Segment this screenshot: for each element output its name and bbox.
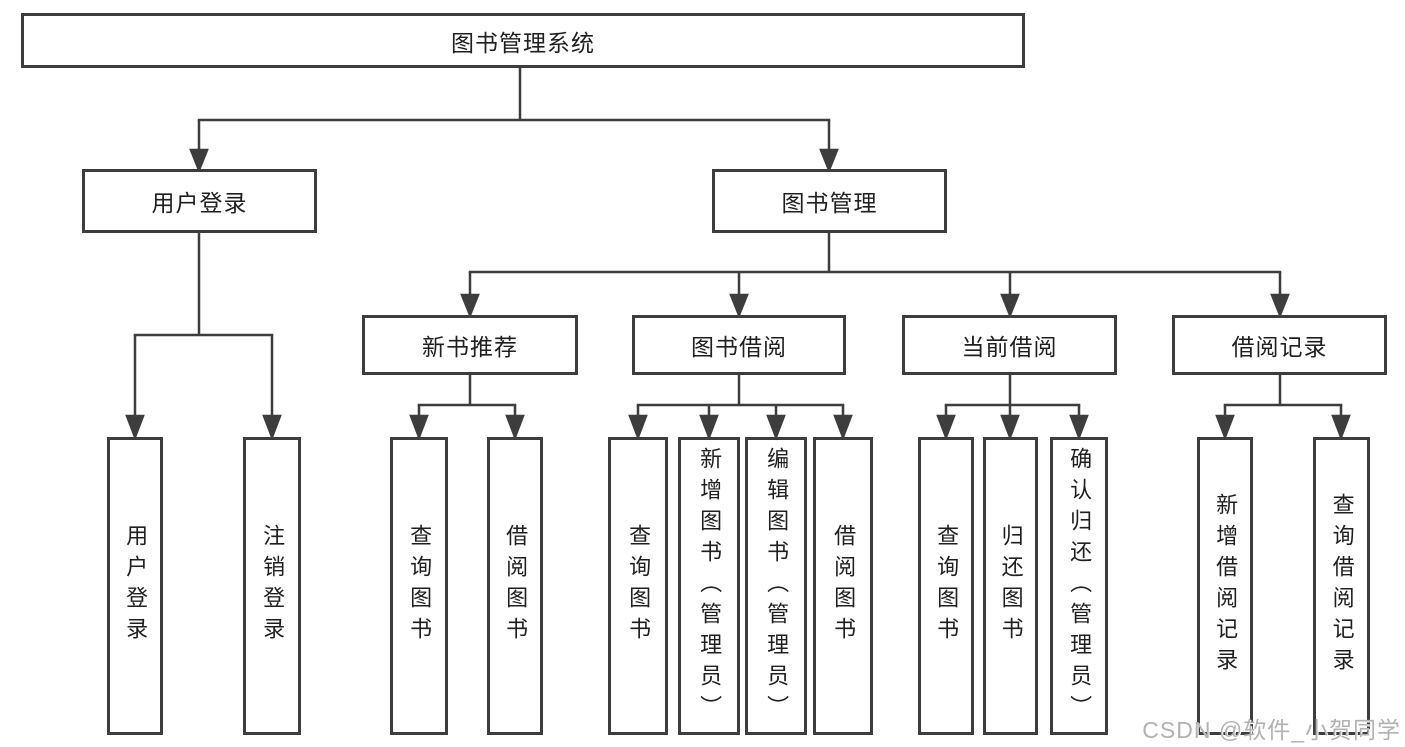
node-new-book-recommend: 新书推荐 xyxy=(362,315,578,375)
node-user-login: 用户登录 xyxy=(82,169,317,233)
node-current-borrow-label: 当前借阅 xyxy=(961,334,1058,360)
leaf-user-login-label: 用户登录 xyxy=(123,524,149,648)
leaf-newbooks-query-books-label: 查询图书 xyxy=(407,524,433,648)
leaf-current-confirm-return-admin: 确认归还（管理员） xyxy=(1050,437,1108,735)
leaf-current-return-books-label: 归还图书 xyxy=(998,524,1024,648)
node-book-borrow: 图书借阅 xyxy=(632,315,846,375)
leaf-current-return-books: 归还图书 xyxy=(983,437,1038,735)
leaf-borrow-edit-books-admin-label: 编辑图书（管理员） xyxy=(764,446,790,726)
leaf-records-add-record-label: 新增借阅记录 xyxy=(1213,493,1239,679)
node-borrow-records-label: 借阅记录 xyxy=(1231,334,1328,360)
leaf-borrow-query-books: 查询图书 xyxy=(608,437,668,735)
leaf-borrow-add-books-admin: 新增图书（管理员） xyxy=(678,437,740,735)
leaf-borrow-borrow-books: 借阅图书 xyxy=(813,437,873,735)
node-borrow-records: 借阅记录 xyxy=(1172,315,1387,375)
leaf-borrow-query-books-label: 查询图书 xyxy=(626,524,652,648)
node-book-management-label: 图书管理 xyxy=(781,190,878,216)
node-root-label: 图书管理系统 xyxy=(451,29,595,56)
leaf-records-query-record: 查询借阅记录 xyxy=(1313,437,1370,735)
leaf-borrow-borrow-books-label: 借阅图书 xyxy=(831,524,857,648)
leaf-newbooks-query-books: 查询图书 xyxy=(390,437,448,735)
leaf-newbooks-borrow-books: 借阅图书 xyxy=(487,437,543,735)
leaf-newbooks-borrow-books-label: 借阅图书 xyxy=(503,524,529,648)
leaf-records-add-record: 新增借阅记录 xyxy=(1197,437,1253,735)
leaf-current-query-books: 查询图书 xyxy=(918,437,974,735)
node-user-login-label: 用户登录 xyxy=(151,190,248,216)
node-book-borrow-label: 图书借阅 xyxy=(691,334,787,360)
leaf-borrow-add-books-admin-label: 新增图书（管理员） xyxy=(697,446,723,726)
leaf-user-login: 用户登录 xyxy=(107,437,163,735)
leaf-records-query-record-label: 查询借阅记录 xyxy=(1329,493,1355,679)
node-root-system: 图书管理系统 xyxy=(21,13,1025,68)
node-current-borrow: 当前借阅 xyxy=(902,315,1117,375)
node-book-management: 图书管理 xyxy=(712,169,947,233)
leaf-current-query-books-label: 查询图书 xyxy=(934,524,960,648)
csdn-watermark: CSDN @软件_小贺同学 xyxy=(1142,717,1401,743)
leaf-borrow-edit-books-admin: 编辑图书（管理员） xyxy=(745,437,807,735)
leaf-logout: 注销登录 xyxy=(243,437,301,735)
node-new-book-recommend-label: 新书推荐 xyxy=(422,334,518,360)
leaf-current-confirm-return-admin-label: 确认归还（管理员） xyxy=(1067,446,1093,726)
leaf-logout-label: 注销登录 xyxy=(260,524,286,648)
